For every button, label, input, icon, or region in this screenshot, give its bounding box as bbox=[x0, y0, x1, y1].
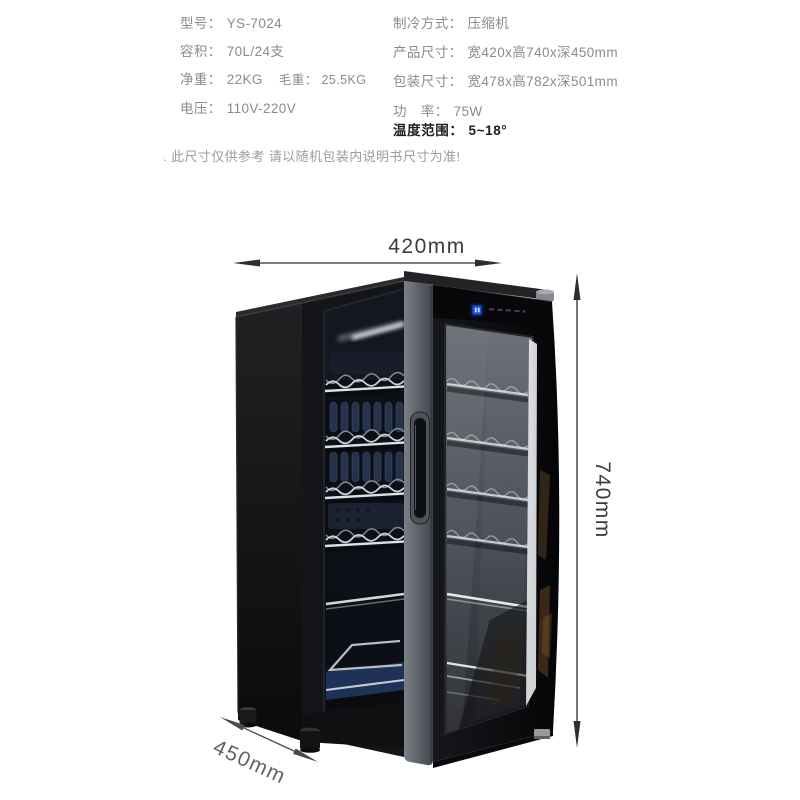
spec-label: 型号： bbox=[180, 16, 222, 31]
spec-value-gross: 25.5KG bbox=[321, 73, 367, 87]
spec-value: 5~18° bbox=[468, 123, 508, 138]
spec-value: 110V-220V bbox=[226, 101, 297, 116]
spec-row-power: 功 率： 75W bbox=[393, 100, 483, 120]
spec-value: 宽420x高740x深450mm bbox=[467, 45, 618, 60]
spec-value: 压缩机 bbox=[467, 16, 510, 31]
height-dimension-label: 740mm bbox=[591, 461, 614, 539]
arrowhead-left-icon bbox=[233, 259, 260, 267]
door-glass bbox=[444, 322, 537, 736]
spec-label: 温度范围： bbox=[393, 123, 464, 138]
spec-value: 22KG bbox=[226, 72, 263, 87]
spec-row-voltage: 电压： 110V-220V bbox=[180, 97, 296, 117]
glass-edge-reflection bbox=[526, 339, 537, 706]
spec-row-capacity: 容积： 70L/24支 bbox=[180, 40, 284, 60]
width-dimension-label: 420mm bbox=[388, 235, 466, 258]
control-panel bbox=[433, 285, 552, 332]
arrowhead-right-icon bbox=[475, 259, 502, 267]
spec-label: 容积： bbox=[180, 44, 222, 59]
cabinet-interior bbox=[324, 289, 404, 716]
cabinet bbox=[235, 271, 548, 757]
arrowhead-down-icon bbox=[573, 721, 581, 748]
arrowhead-upleft-icon bbox=[220, 717, 245, 731]
spec-row-weight: 净重： 22KG 毛重：25.5KG bbox=[180, 68, 366, 88]
cabinet-feet bbox=[239, 707, 320, 753]
spec-row-model: 型号： YS-7024 bbox=[180, 12, 282, 32]
spec-label: 电压： bbox=[180, 101, 222, 116]
spec-value: 75W bbox=[453, 104, 483, 119]
door-handle bbox=[410, 411, 430, 525]
spec-value: 宽478x高782x深501mm bbox=[467, 74, 618, 89]
spec-label: 包装尺寸： bbox=[393, 74, 463, 89]
disclaimer-note: . 此尺寸仅供参考 请以随机包装内说明书尺寸为准! bbox=[163, 149, 461, 164]
spec-value: 70L/24支 bbox=[226, 44, 285, 59]
spec-label: 功 率： bbox=[393, 104, 449, 119]
arrowhead-downright-icon bbox=[293, 748, 318, 762]
touch-buttons bbox=[489, 308, 526, 313]
spec-label-gross: 毛重： bbox=[278, 73, 318, 87]
door bbox=[404, 281, 560, 768]
spec-label: 产品尺寸： bbox=[393, 45, 463, 60]
door-reflections bbox=[538, 470, 552, 678]
spec-row-cooling: 制冷方式： 压缩机 bbox=[393, 12, 509, 32]
spec-label: 净重： bbox=[180, 72, 222, 87]
spec-row-temp-range: 温度范围： 5~18° bbox=[393, 119, 507, 139]
spec-label: 制冷方式： bbox=[393, 16, 463, 31]
height-dimension: 740mm bbox=[573, 273, 614, 748]
spec-row-product-size: 产品尺寸： 宽420x高740x深450mm bbox=[393, 41, 618, 61]
door-foot bbox=[534, 729, 550, 739]
spec-row-package-size: 包装尺寸： 宽478x高782x深501mm bbox=[393, 70, 618, 90]
arrowhead-up-icon bbox=[573, 273, 581, 300]
width-dimension: 420mm bbox=[233, 235, 502, 267]
spec-value: YS-7024 bbox=[226, 16, 283, 31]
